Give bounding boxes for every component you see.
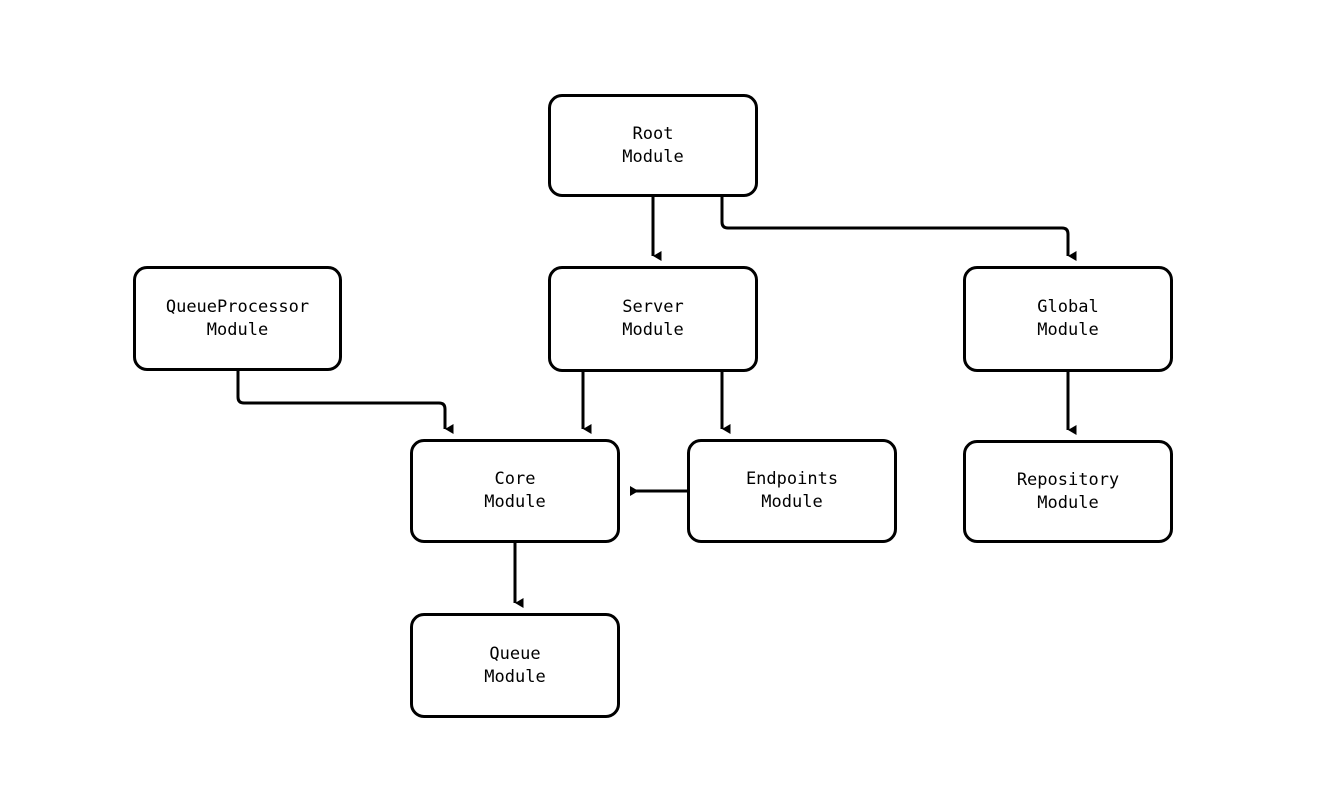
node-repository-module-label-line1: Repository bbox=[1016, 469, 1120, 490]
node-queueprocessor-module-label-line2: Module bbox=[206, 319, 269, 340]
node-queue-module[interactable]: Queue Module bbox=[410, 613, 620, 718]
node-global-module-label-line1: Global bbox=[1037, 297, 1099, 317]
node-queueprocessor-module[interactable]: QueueProcessor Module bbox=[133, 266, 342, 371]
node-queue-module-label-line1: Queue bbox=[489, 643, 541, 664]
node-endpoints-module-label-line1: Endpoints bbox=[745, 469, 839, 489]
node-queue-module-label-line2: Module bbox=[484, 666, 546, 687]
node-global-module[interactable]: Global Module bbox=[963, 266, 1173, 372]
node-core-module-label-line2: Module bbox=[484, 492, 546, 512]
node-root-module-label-line2: Module bbox=[622, 146, 684, 167]
edge-root-to-global bbox=[720, 197, 1077, 261]
node-root-module[interactable]: Root Module bbox=[548, 94, 758, 197]
node-server-module[interactable]: Server Module bbox=[548, 266, 758, 372]
node-queueprocessor-module-label-line1: QueueProcessor bbox=[165, 296, 310, 317]
node-endpoints-module-label-line2: Module bbox=[761, 492, 823, 512]
node-core-module[interactable]: Core Module bbox=[410, 439, 620, 543]
edge-queueprocessor-to-core bbox=[236, 371, 454, 434]
node-server-module-label-line1: Server bbox=[622, 297, 684, 317]
node-repository-module[interactable]: Repository Module bbox=[963, 440, 1173, 543]
node-repository-module-label-line2: Module bbox=[1037, 492, 1099, 513]
node-global-module-label-line2: Module bbox=[1037, 320, 1099, 340]
node-core-module-label-line1: Core bbox=[494, 469, 536, 489]
node-endpoints-module[interactable]: Endpoints Module bbox=[687, 439, 897, 543]
node-root-module-label-line1: Root bbox=[632, 123, 674, 144]
node-server-module-label-line2: Module bbox=[622, 320, 684, 340]
